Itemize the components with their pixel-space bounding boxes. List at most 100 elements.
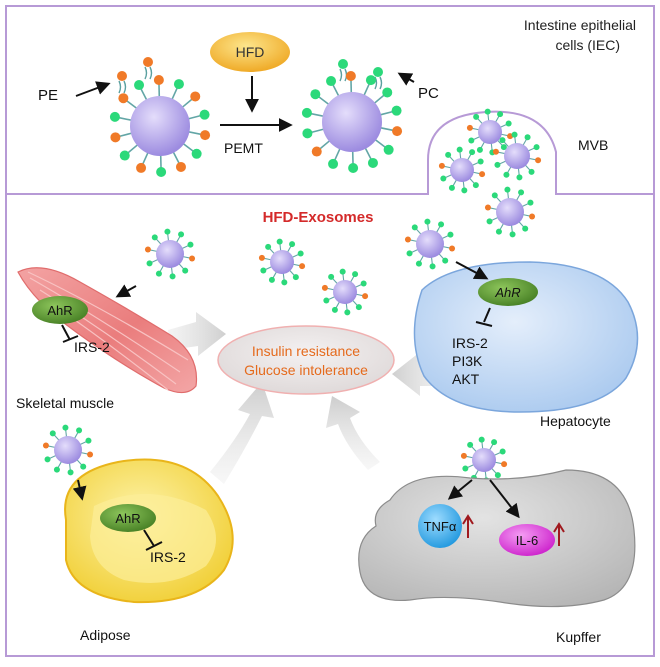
pc-lipid-head — [156, 167, 166, 177]
exosome-floating-2-icon — [322, 269, 368, 316]
muscle-label: Skeletal muscle — [16, 395, 114, 411]
hepatocyte-irs2-label: IRS-2 — [452, 335, 488, 351]
pc-lipid-head — [449, 185, 455, 191]
pe-lipid-head — [110, 132, 120, 142]
pc-lipid-head — [352, 271, 358, 277]
exosome-body — [333, 280, 357, 304]
pc-lipid-head — [392, 106, 402, 116]
pc-lipid-head — [260, 268, 266, 274]
pc-lipid-head — [85, 438, 91, 444]
exosome-kupffer-icon — [461, 437, 507, 484]
pe-lipid-head — [322, 285, 328, 291]
pe-lipid-head — [154, 75, 164, 85]
pe-lipid-head — [189, 255, 195, 261]
pe-lipid-head — [493, 149, 499, 155]
pe-lipid-head — [118, 93, 128, 103]
pc-lipid-head — [269, 277, 275, 283]
pc-lipid-head — [442, 258, 448, 264]
lipid-tail — [332, 84, 339, 97]
adipose-irs2-label: IRS-2 — [150, 549, 186, 565]
exosome-body — [270, 250, 294, 274]
pc-lipid-head — [510, 231, 516, 237]
faded-arrow-adipose — [210, 382, 274, 484]
pc-lipid-head — [356, 304, 362, 310]
pemt-label: PEMT — [224, 140, 263, 156]
lipid-tail — [365, 147, 372, 160]
lipid-tail — [142, 152, 148, 165]
pe-lipid-head — [461, 453, 467, 459]
pc-lipid-head — [492, 192, 498, 198]
muscle-ahr-label: AhR — [47, 303, 72, 318]
pc-lipid-head — [326, 76, 336, 86]
pc-lipid-head — [504, 187, 510, 193]
faded-arrow-kupffer — [326, 396, 380, 470]
lipid-tail — [334, 148, 340, 161]
adipose-label: Adipose — [80, 627, 131, 643]
exosome-body — [450, 158, 474, 182]
exosome-body — [504, 143, 530, 169]
exosome-body — [156, 240, 184, 268]
adipose-ahr-label: AhR — [115, 511, 140, 526]
tnf-label: TNFα — [424, 519, 457, 534]
pc-lipid-head — [332, 307, 338, 313]
pc-lipid-head — [120, 151, 130, 161]
pe-lipid-head — [312, 147, 322, 157]
pc-lipid-head — [438, 221, 444, 227]
lipid-tail — [380, 128, 394, 131]
mvb-label: MVB — [578, 137, 608, 153]
pc-lipid-head — [147, 260, 153, 266]
pc-lipid-head — [289, 241, 295, 247]
pc-lipid-head — [293, 274, 299, 280]
pc-lipid-head — [164, 229, 170, 235]
pc-lipid-head — [522, 226, 528, 232]
pc-lipid-head — [525, 134, 531, 140]
exosome-body — [416, 230, 444, 258]
pe-arrow — [76, 84, 108, 96]
exosome-floating-1-icon — [259, 239, 305, 286]
lipid-tail — [183, 143, 195, 152]
pc-lipid-head — [170, 273, 176, 279]
pc-lipid-head — [62, 425, 68, 431]
lipid-tail — [118, 117, 132, 120]
pc-lipid-head — [494, 162, 500, 168]
pc-lipid-head — [302, 128, 312, 138]
hepatocyte-akt-label: AKT — [452, 371, 480, 387]
lipid-tail — [375, 139, 387, 148]
pc-lipid-head — [382, 87, 392, 97]
lipid-tail — [188, 132, 202, 135]
lipid-tail — [118, 133, 132, 137]
pe-lipid-head — [467, 125, 473, 131]
pe-lipid-head — [485, 205, 491, 211]
pc-lipid-head — [412, 224, 418, 230]
il6-label: IL-6 — [516, 533, 538, 548]
pc-lipid-head — [503, 172, 509, 178]
pe-lipid-head — [190, 91, 200, 101]
pc-lipid-head — [156, 271, 162, 277]
pc-lipid-head — [491, 439, 497, 445]
pc-lipid-head — [495, 472, 501, 478]
hfd-label: HFD — [236, 44, 265, 60]
pc-lipid-head — [500, 448, 506, 454]
lipid-tail — [318, 96, 330, 105]
pe-lipid-head — [479, 171, 485, 177]
center-line1: Insulin resistance — [252, 343, 360, 359]
pe-lipid-head — [529, 213, 535, 219]
pc-lipid-head — [348, 163, 358, 173]
pc-lipid-head — [477, 147, 483, 153]
pc-lipid-head — [277, 239, 283, 245]
exosome-pc-icon — [302, 71, 402, 173]
pe-lipid-head — [299, 263, 305, 269]
pc-lipid-head — [424, 219, 430, 225]
pc-lipid-head — [281, 279, 287, 285]
lipid-tail — [182, 98, 193, 107]
lipid-tail — [319, 140, 330, 149]
pc-lipid-head — [366, 75, 376, 85]
pc-lipid-head — [478, 158, 484, 164]
lipid-tail — [172, 87, 178, 100]
pc-lipid-head — [457, 147, 463, 153]
pc-lipid-head — [344, 309, 350, 315]
lipid-tail — [173, 151, 180, 164]
pc-lipid-head — [487, 218, 493, 224]
pc-lipid-head — [76, 427, 82, 433]
